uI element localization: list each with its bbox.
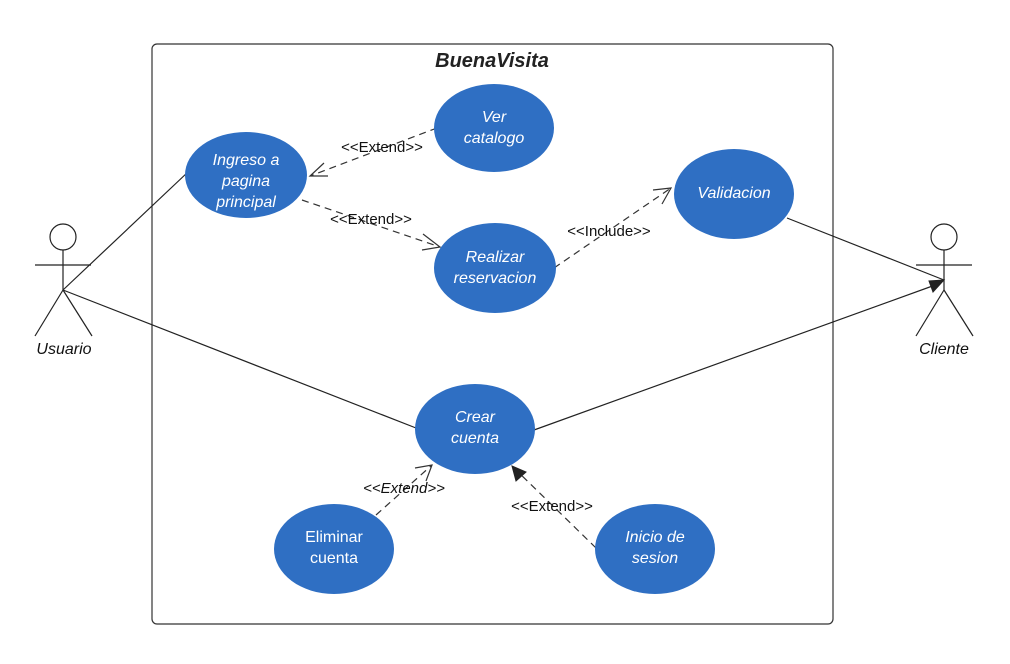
usecase-crear-cuenta-ellipse xyxy=(415,384,535,474)
usecase-inicio-sesion[interactable]: Inicio de sesion xyxy=(595,504,715,594)
extend-line-catalogo xyxy=(309,127,438,177)
actor-cliente-right-leg xyxy=(943,289,974,337)
actor-usuario-left-leg xyxy=(34,289,64,337)
extend-label-sesion: <<Extend>> xyxy=(511,498,593,515)
associations xyxy=(62,171,946,431)
usecase-inicio-sesion-line-2: sesion xyxy=(632,550,678,567)
association-arrowhead-cliente xyxy=(928,279,946,293)
extend-arrowhead-reservacion xyxy=(421,233,442,251)
usecase-realizar-reservacion-line-1: Realizar xyxy=(466,249,525,266)
usecase-crear-cuenta-line-1: Crear xyxy=(455,409,496,426)
system-title: BuenaVisita xyxy=(435,50,549,72)
association-usuario-ingreso xyxy=(62,171,189,291)
usecase-ver-catalogo-line-1: Ver xyxy=(482,109,507,126)
usecases: Ingreso a pagina principal Ver catalogo … xyxy=(185,84,794,594)
association-crear-cuenta-cliente xyxy=(533,283,939,431)
usecase-eliminar-cuenta-line-1: Eliminar xyxy=(305,529,363,546)
actor-usuario[interactable]: Usuario xyxy=(34,223,93,358)
usecase-ver-catalogo-line-2: catalogo xyxy=(464,130,525,147)
extend-line-eliminar xyxy=(375,464,433,516)
usecase-validacion[interactable]: Validacion xyxy=(674,149,794,239)
usecase-realizar-reservacion[interactable]: Realizar reservacion xyxy=(434,223,556,313)
extend-label-catalogo: <<Extend>> xyxy=(341,139,423,156)
actor-cliente-label: Cliente xyxy=(919,341,969,358)
extend-line-sesion xyxy=(514,468,597,549)
usecase-ver-catalogo-ellipse xyxy=(434,84,554,172)
usecase-inicio-sesion-line-1: Inicio de xyxy=(625,529,685,546)
association-validacion-cliente xyxy=(786,217,945,281)
association-usuario-crear-cuenta xyxy=(62,289,417,429)
include-label-validacion: <<Include>> xyxy=(567,223,651,240)
usecase-realizar-reservacion-line-2: reservacion xyxy=(454,270,537,287)
usecase-inicio-sesion-ellipse xyxy=(595,504,715,594)
usecase-ingreso-line-3: principal xyxy=(215,194,276,211)
actor-usuario-right-leg xyxy=(62,289,93,337)
usecase-ingreso-ellipse xyxy=(185,132,307,218)
actor-usuario-head xyxy=(49,223,77,251)
actor-cliente-left-leg xyxy=(915,289,945,337)
usecase-ingreso-line-2: pagina xyxy=(221,173,270,190)
usecase-ingreso[interactable]: Ingreso a pagina principal xyxy=(185,132,307,218)
usecase-ingreso-line-1: Ingreso a xyxy=(213,152,280,169)
usecase-eliminar-cuenta-line-2: cuenta xyxy=(310,550,358,567)
extend-arrowhead-catalogo xyxy=(308,162,328,177)
actor-usuario-label: Usuario xyxy=(36,341,91,358)
include-arrowhead-validacion xyxy=(652,187,673,205)
extend-line-reservacion xyxy=(301,199,441,248)
usecase-validacion-ellipse xyxy=(674,149,794,239)
dependencies: <<Extend>> <<Extend>> <<Include>> <<Exte… xyxy=(301,127,673,549)
actor-cliente[interactable]: Cliente xyxy=(915,223,974,358)
usecase-ver-catalogo[interactable]: Ver catalogo xyxy=(434,84,554,172)
usecase-crear-cuenta-line-2: cuenta xyxy=(451,430,499,447)
usecase-realizar-reservacion-ellipse xyxy=(434,223,556,313)
extend-label-eliminar: <<Extend>> xyxy=(363,480,445,497)
usecase-eliminar-cuenta-ellipse xyxy=(274,504,394,594)
extend-label-reservacion: <<Extend>> xyxy=(330,211,412,228)
extend-arrowhead-eliminar xyxy=(414,464,433,482)
actor-cliente-head xyxy=(930,223,958,251)
usecase-eliminar-cuenta[interactable]: Eliminar cuenta xyxy=(274,504,394,594)
usecase-validacion-line-1: Validacion xyxy=(697,185,770,202)
usecase-crear-cuenta[interactable]: Crear cuenta xyxy=(415,384,535,474)
extend-arrowhead-sesion xyxy=(511,465,527,482)
